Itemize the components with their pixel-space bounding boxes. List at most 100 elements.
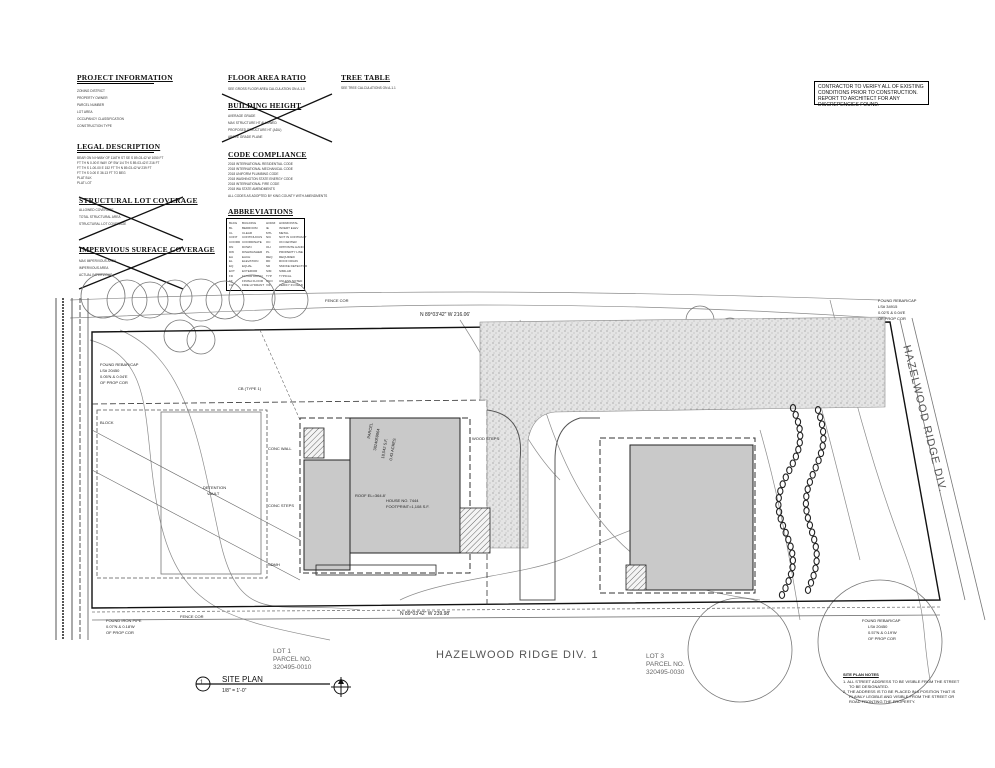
rebar-bottom-4: OF PROP COR <box>868 636 896 641</box>
impervious-surface-heading: IMPERVIOUS SURFACE COVERAGE <box>79 245 215 254</box>
stepping-stone <box>808 528 816 537</box>
abbreviation-entry: EACH <box>242 254 251 259</box>
lot1-label-1: LOT 1 <box>273 648 291 655</box>
rebar-bottom-3: 0.57'N & 0.19'W <box>868 630 897 635</box>
bearing-bottom: N 89°03'42" W 239.98' <box>400 611 451 617</box>
deck-edge <box>315 564 437 576</box>
abbreviation-entry: OH <box>266 245 271 249</box>
abbreviation-entry: BL <box>229 225 233 230</box>
code-row: 2018 UNIFORM PLUMBING CODE <box>228 172 279 176</box>
house-label-1: HOUSE NO. 7444 <box>386 498 419 503</box>
stepping-stone <box>818 420 826 429</box>
stepping-stone <box>785 535 792 544</box>
abbreviation-entry: NOT IN CONTRACT <box>279 235 307 240</box>
abbreviation-entry: REQUIRED <box>279 254 295 259</box>
code-row: ALL CODES AS ADOPTED BY KING COUNTY WITH… <box>228 194 328 198</box>
rebar-right-2: LS# 34915 <box>878 304 898 309</box>
abbreviation-entry: DISHWASHER <box>242 249 263 254</box>
site-note: 1. ALL STREET ADDRESS TO BE VISIBLE FROM… <box>843 679 960 684</box>
impervious-row: MAX IMPERVIOUS AREA <box>79 259 117 263</box>
stepping-stone <box>782 528 789 537</box>
rebar-left-4: OF PROP COR <box>100 380 128 385</box>
abbreviation-entry: DOWN <box>242 245 252 249</box>
conc-wall-label: CONC WALL <box>268 446 292 451</box>
abbreviation-entry: REQ <box>266 254 273 259</box>
stepping-stone <box>777 514 784 523</box>
abbreviation-entry: FINISH FLOOR <box>242 278 264 283</box>
stairs-north <box>303 427 325 459</box>
abbreviation-entry: INVERT ELEV <box>279 225 299 230</box>
lot3-label-3: 320495-0030 <box>646 669 685 676</box>
abbreviation-entry: COORD <box>229 240 241 245</box>
stepping-stone <box>819 442 826 450</box>
sdmh-label: SDMH <box>268 562 280 567</box>
new-structure-outline <box>599 437 756 594</box>
abbreviation-entry: BUILDING <box>242 221 257 225</box>
site-note: ROAD FRONTING THE PROPERTY. <box>849 699 916 704</box>
heading-rule <box>77 152 154 153</box>
coverage-row: ALLOWED COVERAGE <box>79 208 114 212</box>
project-row: CONSTRUCTION TYPE <box>77 124 112 128</box>
code-row: 2018 WA STATE AMENDMENTS <box>228 187 275 191</box>
lot1-label-2: PARCEL NO. <box>273 656 312 663</box>
bottom-road <box>91 606 941 621</box>
project-information-heading: PROJECT INFORMATION <box>77 73 173 82</box>
stepping-stone <box>785 577 792 586</box>
abbreviation-entry: PL <box>266 249 270 254</box>
abbreviation-entry: ON CENTER <box>279 240 297 245</box>
code-row: 2018 INTERNATIONAL MECHANICAL CODE <box>228 167 293 171</box>
abbreviation-entry: VERIFY IN FIELD <box>279 283 303 288</box>
coverage-row: TOTAL STRUCTURAL AREA <box>79 215 121 219</box>
stepping-stone <box>787 570 795 579</box>
site-note: TO BE DESIGNATED. <box>849 684 889 689</box>
project-row: ZONING DISTRICT <box>77 89 105 93</box>
stepping-stone <box>812 542 819 551</box>
abbreviation-entry: BEDROOM <box>242 225 258 230</box>
detention-vault <box>160 411 262 575</box>
project-row: OCCUPANCY CLASSIFICATION <box>77 117 124 121</box>
bearing-top: N 89°03'42" W 216.06' <box>420 312 471 318</box>
stepping-stone <box>789 404 797 412</box>
stepping-stone <box>796 438 803 447</box>
floor-area-ratio-row: SEE GROSS FLOOR AREA CALCULATION ON A-1.… <box>228 87 305 91</box>
floor-area-ratio-heading: FLOOR AREA RATIO <box>228 73 307 82</box>
abbreviation-entry: COORDINATE <box>242 240 262 245</box>
block-label: BLOCK <box>100 420 114 425</box>
house-roof <box>349 417 461 554</box>
stepping-stone <box>792 410 799 419</box>
abbreviation-entry: FF <box>229 278 233 283</box>
abbreviation-entry: EQUAL <box>242 264 253 269</box>
site-plan-scale: 1/8" = 1'-0" <box>222 688 247 694</box>
abbreviation-entry: DW <box>229 249 234 254</box>
rebar-right-3: 0.02'S & 0.04'E <box>878 310 906 315</box>
abbreviation-entry: DN <box>229 245 234 249</box>
site-note: PLAINLY LEGIBLE AND VISIBLE FROM THE STR… <box>849 694 955 699</box>
street-bottom-label: HAZELWOOD RIDGE DIV. 1 <box>436 649 599 661</box>
stepping-stone <box>792 452 800 461</box>
stepping-stone <box>807 578 815 587</box>
abbreviation-entry: FH <box>229 283 233 288</box>
stepping-stone <box>809 470 816 479</box>
abbreviation-entry: UNLESS NOTED <box>279 278 303 283</box>
abbreviation-entry: TYPICAL <box>279 273 292 278</box>
roof-elevation: ROOF EL=364.8' <box>355 493 386 498</box>
abbreviation-entry: EXT <box>229 269 235 273</box>
abbreviation-entry: VIF <box>266 283 271 288</box>
cb-label: CB (TYPE 1) <box>238 386 262 391</box>
project-row: LOT AREA <box>77 110 93 114</box>
stepping-stone <box>806 521 814 530</box>
abbreviation-entry: NIC <box>266 235 272 240</box>
rebar-right-4: OF PROP COR <box>878 316 906 321</box>
legal-line: PLAT BLK <box>77 176 92 180</box>
abbreviation-entry: SD <box>266 264 271 269</box>
stepping-stone <box>777 487 784 496</box>
abbreviation-entry: EXTERIOR <box>242 269 258 273</box>
impervious-row: IMPERVIOUS AREA <box>79 266 109 270</box>
abbreviation-entry: CONT <box>229 235 238 240</box>
abbreviation-entry: ROOF DRAIN <box>279 259 298 264</box>
fence-cor-top: FENCE COR <box>325 298 349 303</box>
abbreviation-entry: OC <box>266 240 271 245</box>
code-row: 2018 WASHINGTON STATE ENERGY CODE <box>228 177 293 181</box>
legal-line: FT TH S 0-00 E 36.13 FT TO BEG <box>77 171 126 175</box>
stepping-stone <box>789 549 796 558</box>
